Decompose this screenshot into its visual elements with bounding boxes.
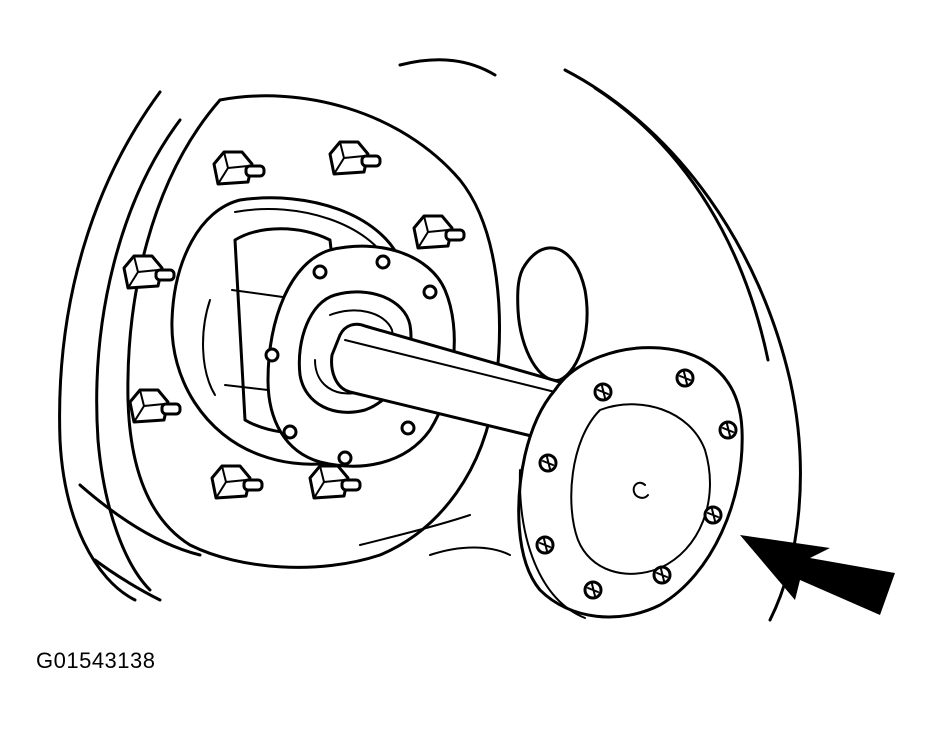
flange-stud — [593, 382, 613, 402]
lug-nut — [328, 140, 382, 176]
axle-flange — [517, 346, 744, 619]
flange-bolt-hole — [422, 284, 438, 300]
center-mark — [632, 481, 649, 499]
lug-nut — [210, 464, 264, 500]
lug-nut — [128, 388, 182, 424]
flange-bolt-hole — [282, 424, 298, 440]
flange-bolt-hole — [312, 264, 328, 280]
flange-stud — [535, 535, 555, 555]
flange-bolt-hole — [264, 347, 280, 363]
pointer-arrow — [740, 535, 895, 615]
figure-code: G01543138 — [36, 648, 156, 673]
flange-stud — [718, 420, 738, 440]
flange-bolt-hole — [375, 254, 391, 270]
lug-nut — [212, 150, 266, 186]
flange-bolt-hole — [400, 420, 416, 436]
lug-nut — [122, 254, 176, 290]
flange-stud — [675, 368, 695, 388]
lug-nut — [308, 464, 362, 500]
flange-bolt-hole — [337, 450, 353, 466]
lug-nuts — [122, 140, 466, 500]
flange-stud — [652, 565, 672, 585]
flange-stud — [583, 580, 603, 600]
flange-stud — [703, 505, 723, 525]
lug-nut — [412, 214, 466, 250]
flange-stud — [538, 453, 558, 473]
